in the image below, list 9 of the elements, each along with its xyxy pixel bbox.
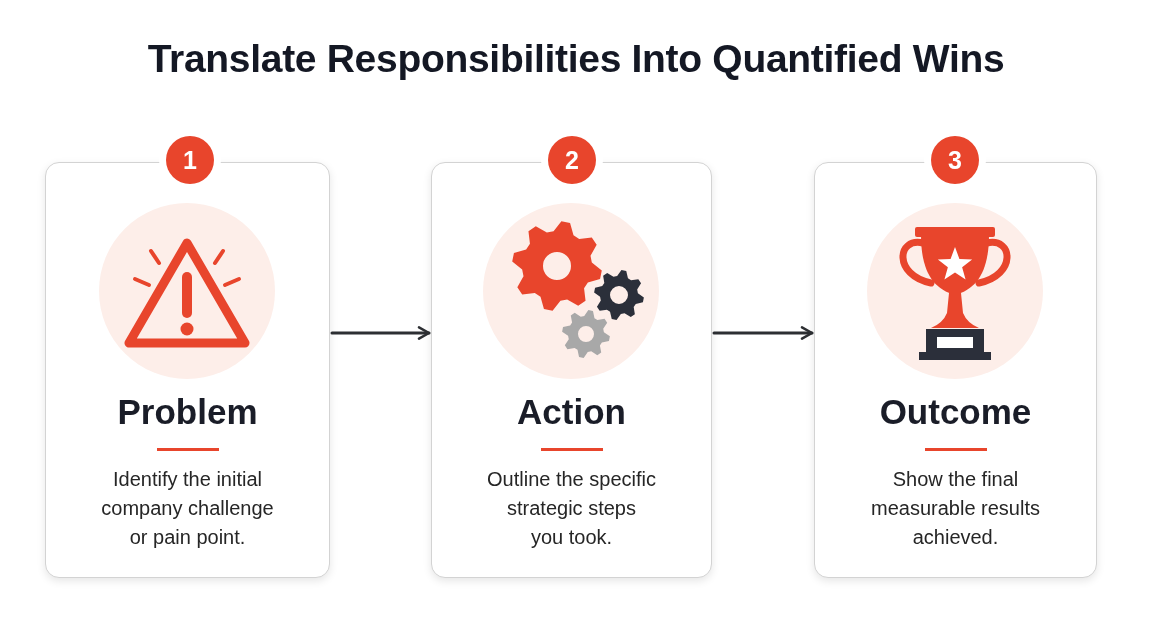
arrow [712,326,814,340]
step-heading: Outcome [879,392,1032,432]
step-description: Identify the initial company challenge or pain point. [101,467,274,550]
step-heading: Problem [117,392,258,432]
step-heading: Action [517,392,626,432]
arrow [330,326,431,340]
step-description: Show the final measurable results achieved. [871,467,1040,550]
title: Translate Responsibilities Into Quantified Wins [147,36,1005,82]
step-description: Outline the specific strategic steps you took. [487,467,656,550]
